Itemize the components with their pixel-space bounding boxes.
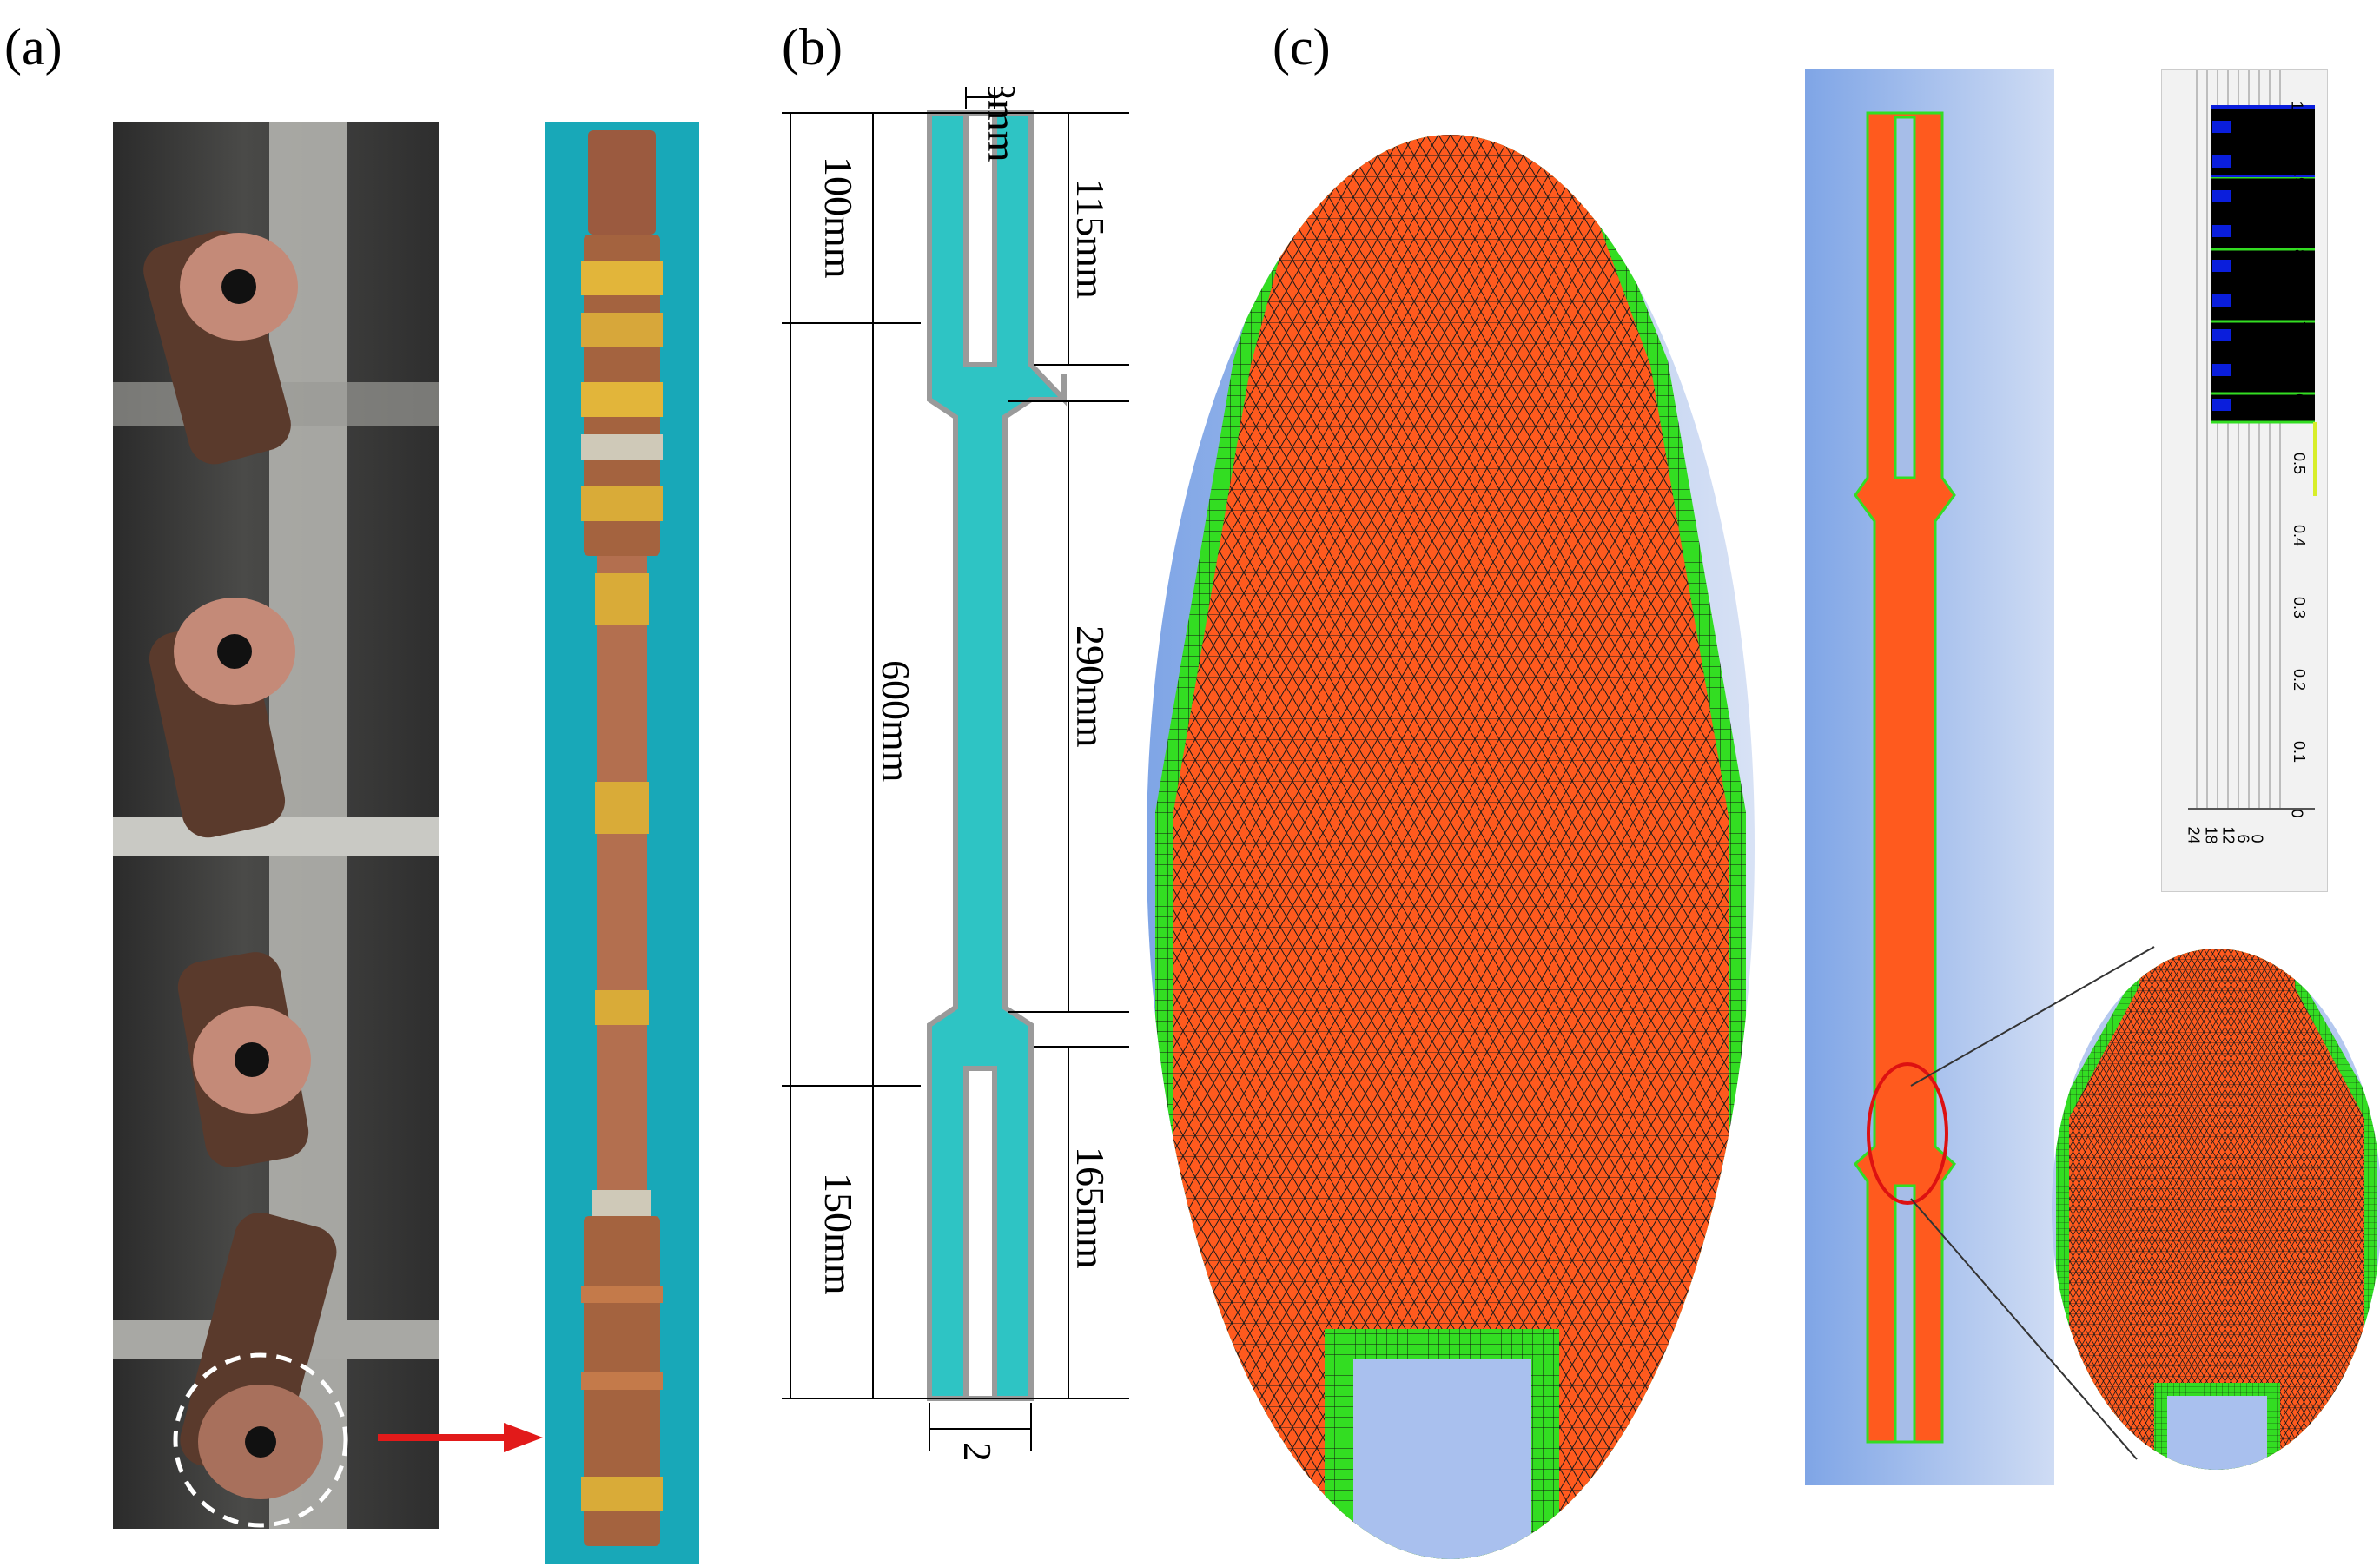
pipe-3: [177, 952, 311, 1167]
y-tick: 0.1: [2291, 740, 2309, 764]
dim-bottom-grip: 150mm: [816, 1173, 861, 1295]
dim-top-grip: 100mm: [816, 156, 861, 279]
dim-bottom-slot: 165mm: [1068, 1147, 1113, 1269]
test-rack-photo: [113, 122, 439, 1529]
specimen-rod-photo: [545, 122, 699, 1564]
pipe-4: [180, 1212, 337, 1499]
x-tick: 0: [2248, 834, 2266, 843]
panel-label-a: (a): [4, 18, 63, 76]
mesh-full-specimen: [1805, 69, 2054, 1485]
dim-top-slot: 115mm: [1068, 178, 1113, 299]
pipe-2: [149, 598, 295, 838]
y-tick: 0.9: [2291, 163, 2309, 187]
y-tick: 0.7: [2291, 307, 2309, 331]
dim-total: 600mm: [874, 660, 918, 783]
panel-label-b: (b): [782, 18, 843, 76]
y-tick: 0.5: [2291, 452, 2309, 475]
y-tick: 0: [2288, 809, 2306, 818]
mesh-zoom-small: [2052, 949, 2380, 1470]
y-tick: 0.4: [2291, 524, 2309, 547]
mesh-zoom-large: [1147, 135, 1755, 1559]
y-tick: 1: [2288, 101, 2306, 110]
y-tick: 0.8: [2291, 235, 2309, 259]
specimen-shape: [927, 110, 1067, 1401]
x-tick: 24: [2185, 826, 2203, 844]
highlight-circle: [173, 1352, 348, 1528]
y-tick: 0.3: [2291, 596, 2309, 619]
x-tick: 18: [2202, 826, 2220, 844]
red-arrow-icon: [378, 1423, 543, 1452]
zoom-leader-lines: [1910, 946, 2155, 1460]
pipe-1: [143, 230, 298, 465]
y-tick: 0.2: [2291, 668, 2309, 691]
dim-gauge: 290mm: [1068, 625, 1113, 748]
panel-label-c: (c): [1273, 18, 1331, 76]
specimen-drawing: 8mm 100mm 115mm 600mm 290mm 150mm 165mm …: [782, 87, 1129, 1459]
dim-width: 28mm: [955, 1442, 1000, 1459]
dim-slot-width: 8mm: [980, 87, 1024, 162]
highlight-circle: [1867, 1062, 1948, 1205]
y-tick: 0.6: [2291, 380, 2309, 403]
mesh-quality-histogram: 1 0.9 0.8 0.7 0.6 0.5 0.4 0.3 0.2 0.1 0 …: [2161, 69, 2328, 892]
